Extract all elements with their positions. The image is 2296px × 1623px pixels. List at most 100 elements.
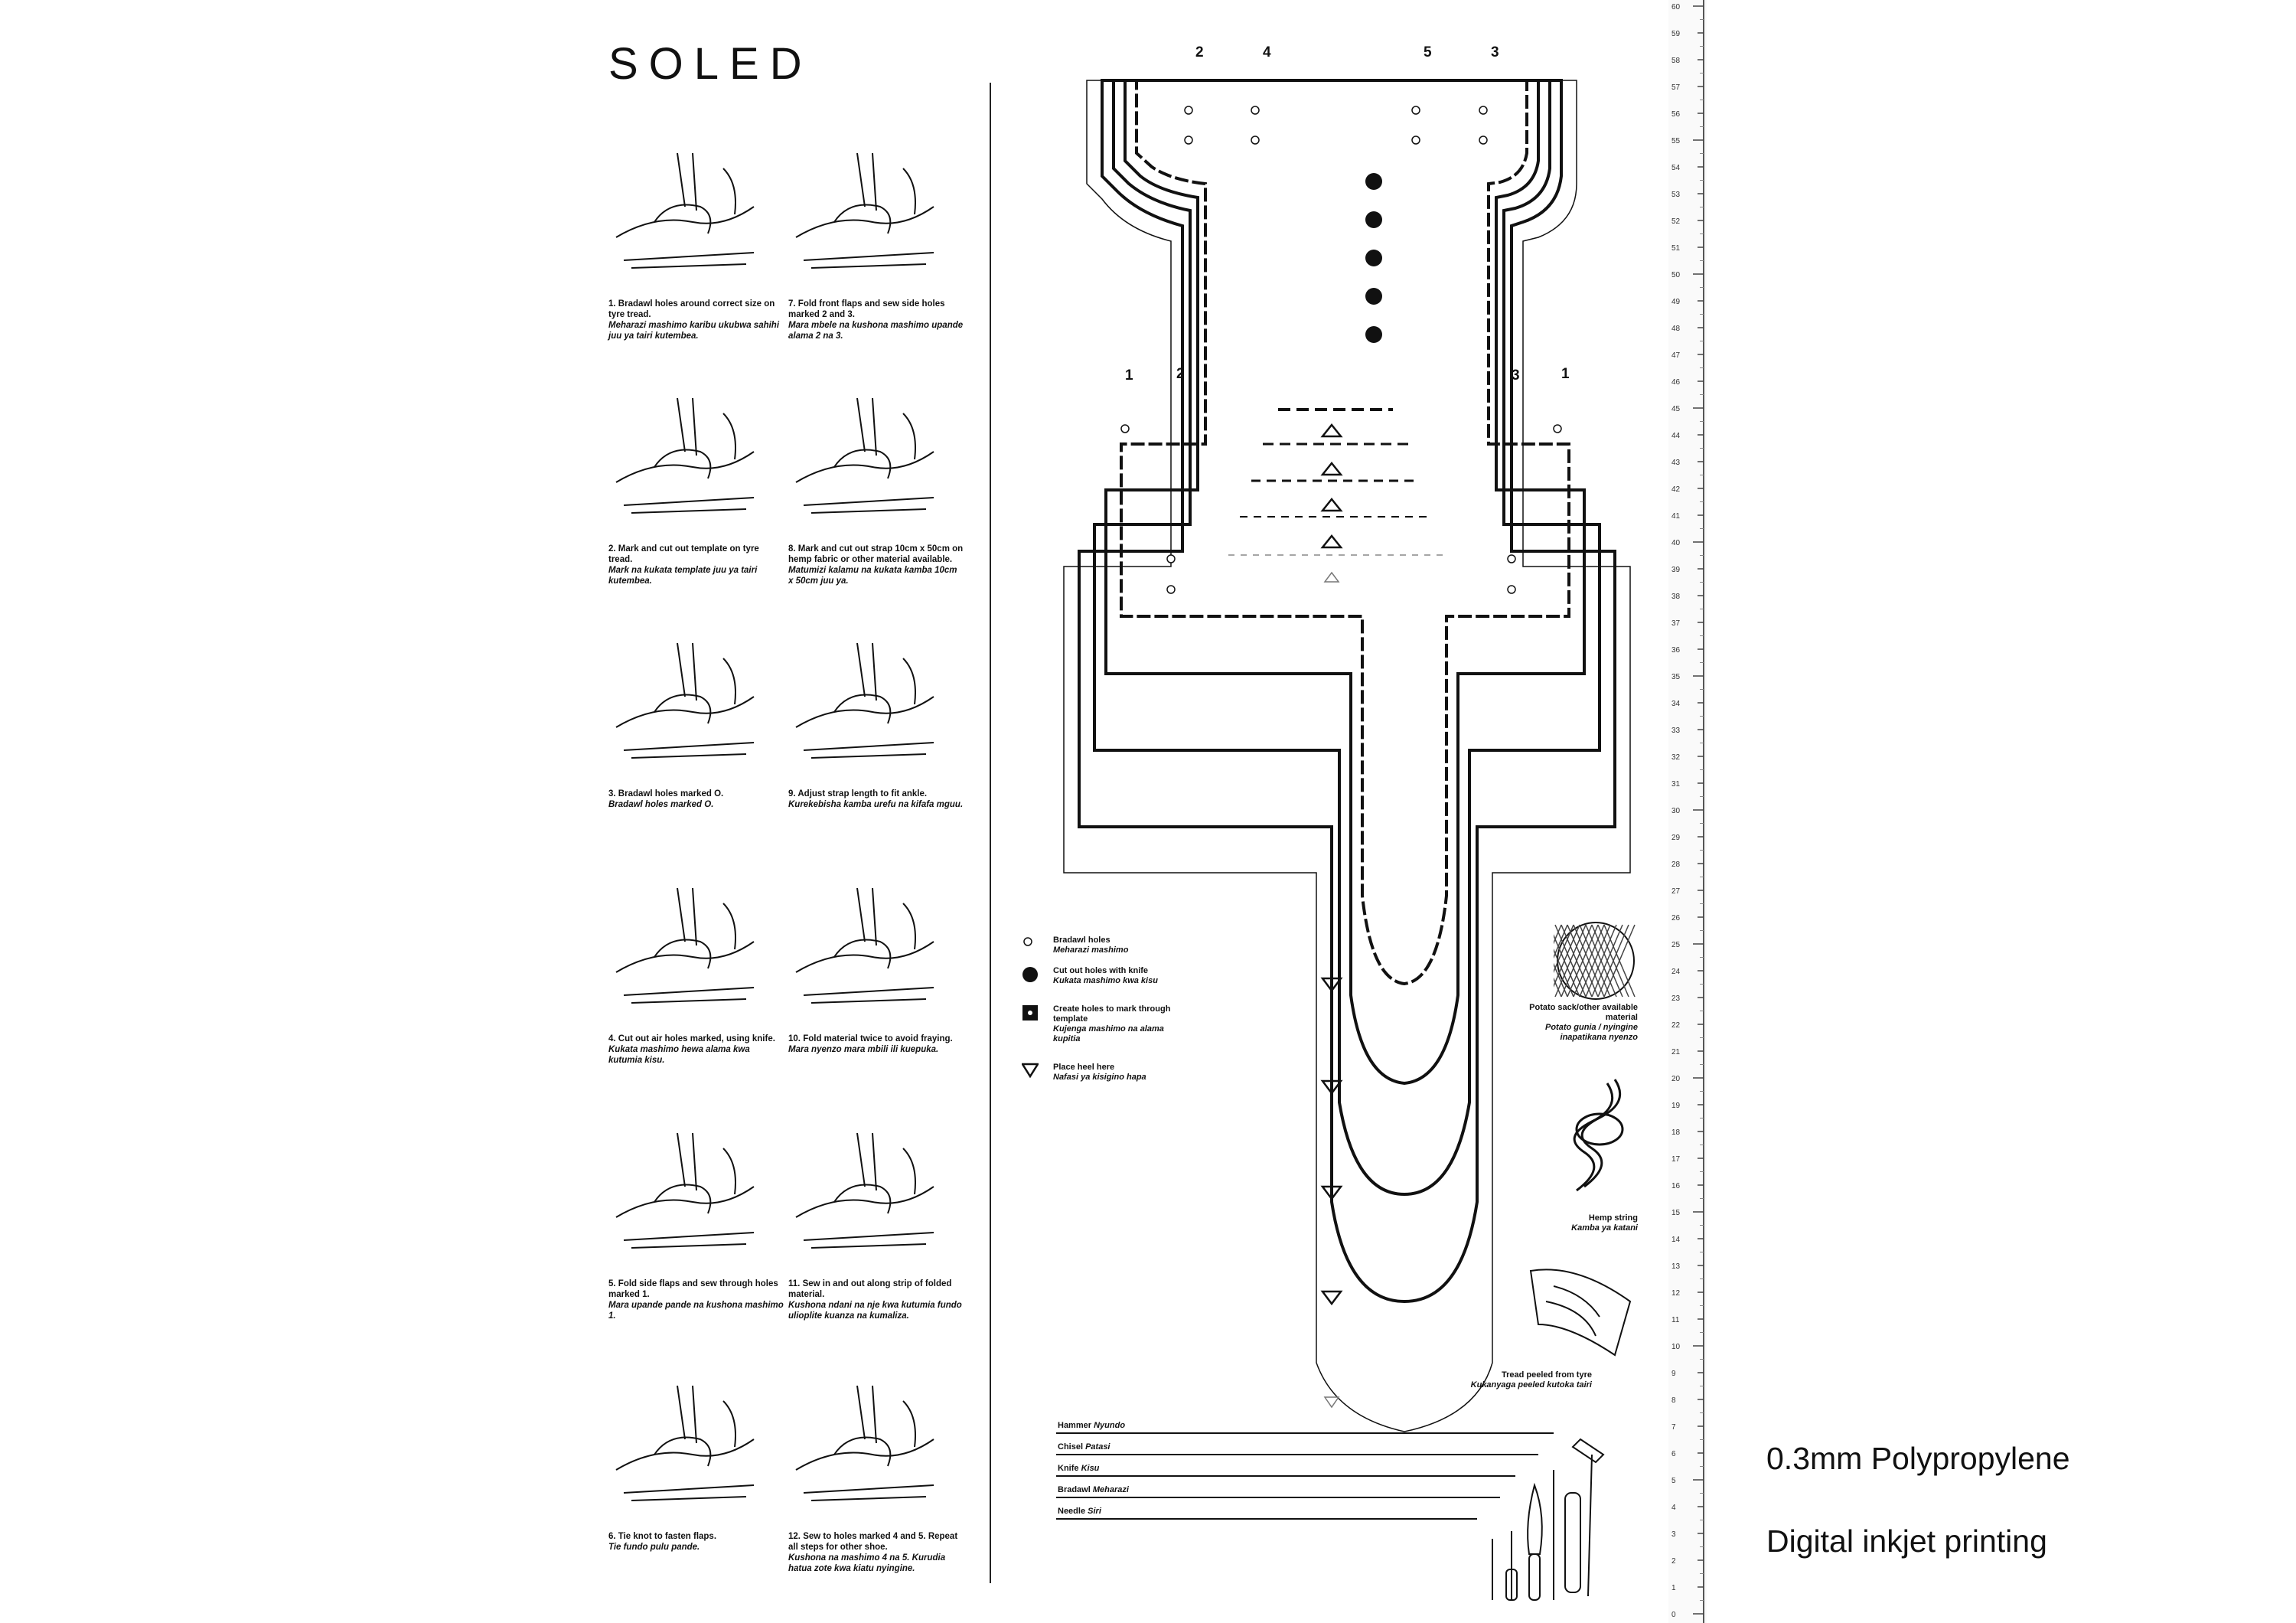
step-illustration bbox=[608, 628, 769, 773]
step-text-sw: Bradawl holes marked O. bbox=[608, 800, 714, 809]
ruler-label: 50 bbox=[1671, 271, 1681, 279]
ruler-label: 16 bbox=[1671, 1182, 1681, 1190]
template-outline-2 bbox=[1078, 79, 1616, 1304]
tool-label-en: Knife bbox=[1058, 1464, 1079, 1473]
page-title: SOLED bbox=[608, 39, 813, 89]
step-illustration bbox=[608, 383, 769, 528]
ruler-label: 21 bbox=[1671, 1048, 1681, 1056]
ruler-label: 8 bbox=[1671, 1396, 1676, 1405]
tool-label-sw: Nyundo bbox=[1094, 1421, 1126, 1430]
ruler-label: 28 bbox=[1671, 860, 1681, 869]
heel-triangle-icon bbox=[1020, 1063, 1040, 1082]
step-caption: 9. Adjust strap length to fit ankle.Kure… bbox=[788, 789, 964, 810]
ruler-label: 44 bbox=[1671, 432, 1681, 440]
ruler-label: 13 bbox=[1671, 1262, 1681, 1271]
legend-label-en: Place heel here bbox=[1053, 1063, 1115, 1072]
ruler-label: 4 bbox=[1671, 1504, 1676, 1512]
ruler-label: 3 bbox=[1671, 1530, 1676, 1539]
step-text-sw: Mark na kukata template juu ya tairi kut… bbox=[608, 566, 758, 586]
ruler-label: 39 bbox=[1671, 566, 1681, 574]
step-caption: 7. Fold front flaps and sew side holes m… bbox=[788, 299, 964, 341]
step-number: 11. bbox=[788, 1279, 801, 1288]
ruler-label: 11 bbox=[1671, 1316, 1680, 1324]
legend-label-en: Bradawl holes bbox=[1053, 936, 1110, 945]
ruler-label: 54 bbox=[1671, 164, 1681, 172]
legend-label-en: Create holes to mark through template bbox=[1053, 1004, 1171, 1024]
step-number: 1. bbox=[608, 299, 616, 309]
tool-label: Bradawl Meharazi bbox=[1058, 1485, 1129, 1494]
step-text-sw: Mara upande pande na kushona mashimo 1. bbox=[608, 1301, 784, 1321]
step-caption: 10. Fold material twice to avoid fraying… bbox=[788, 1034, 964, 1055]
step-illustration bbox=[608, 138, 769, 283]
step-text-sw: Kushona ndani na nje kwa kutumia fundo u… bbox=[788, 1301, 962, 1321]
step-text-sw: Tie fundo pulu pande. bbox=[608, 1543, 700, 1552]
tyre-tread-illustration bbox=[1523, 1256, 1638, 1363]
step-number: 5. bbox=[608, 1279, 616, 1288]
step-number: 7. bbox=[788, 299, 796, 309]
ruler-label: 6 bbox=[1671, 1450, 1676, 1458]
ruler-label: 35 bbox=[1671, 673, 1681, 681]
step-text-en: Bradawl holes marked O. bbox=[618, 789, 724, 798]
hole-mark-4: 4 bbox=[1263, 44, 1271, 60]
ruler-label: 24 bbox=[1671, 968, 1681, 976]
template-outline-outer bbox=[1063, 80, 1631, 1432]
step-illustration bbox=[788, 628, 949, 773]
material-label-en: Hemp string bbox=[1588, 1213, 1638, 1223]
step-caption: 5. Fold side flaps and sew through holes… bbox=[608, 1278, 784, 1321]
ruler-label: 33 bbox=[1671, 727, 1681, 735]
step-number: 2. bbox=[608, 544, 616, 554]
sandal-template-diagram bbox=[1056, 79, 1631, 1601]
step-text-en: Sew in and out along strip of folded mat… bbox=[788, 1279, 952, 1299]
ruler-label: 18 bbox=[1671, 1128, 1681, 1137]
legend-label-sw: Nafasi ya kisigino hapa bbox=[1053, 1073, 1146, 1082]
hole-mark-3-right: 3 bbox=[1512, 367, 1520, 384]
ruler-label: 0 bbox=[1671, 1611, 1676, 1619]
material-label-sw: Potato gunia / nyingine inapatikana nyen… bbox=[1545, 1023, 1638, 1042]
spec-material: 0.3mm Polypropylene bbox=[1766, 1441, 2070, 1476]
hole-mark-3: 3 bbox=[1491, 44, 1499, 60]
potato-sack-illustration bbox=[1530, 919, 1638, 1003]
ruler-label: 19 bbox=[1671, 1102, 1681, 1110]
cut-out-hole-icon bbox=[1022, 966, 1039, 987]
ruler-label: 56 bbox=[1671, 110, 1681, 119]
step-text-en: Bradawl holes around correct size on tyr… bbox=[608, 299, 775, 319]
tool-label: Hammer Nyundo bbox=[1058, 1421, 1125, 1430]
step-text-sw: Kukata mashimo hewa alama kwa kutumia ki… bbox=[608, 1045, 750, 1065]
ruler-label: 30 bbox=[1671, 807, 1681, 815]
step-caption: 2. Mark and cut out template on tyre tre… bbox=[608, 544, 784, 586]
ruler-label: 58 bbox=[1671, 57, 1681, 65]
material-label-sw: Kamba ya katani bbox=[1571, 1223, 1638, 1233]
ruler-label: 31 bbox=[1671, 780, 1681, 789]
step-illustration bbox=[788, 873, 949, 1018]
tool-label-en: Hammer bbox=[1058, 1421, 1092, 1430]
step-caption: 3. Bradawl holes marked O.Bradawl holes … bbox=[608, 789, 784, 810]
hemp-string-illustration bbox=[1546, 1072, 1638, 1194]
ruler-label: 12 bbox=[1671, 1289, 1681, 1298]
ruler-label: 60 bbox=[1671, 3, 1681, 11]
tool-label-sw: Patasi bbox=[1085, 1442, 1110, 1452]
ruler-label: 45 bbox=[1671, 405, 1681, 413]
hole-mark-2: 2 bbox=[1195, 44, 1204, 60]
ruler-label: 17 bbox=[1671, 1155, 1681, 1164]
step-text-sw: Meharazi mashimo karibu ukubwa sahihi ju… bbox=[608, 321, 780, 341]
ruler-label: 34 bbox=[1671, 700, 1681, 708]
ruler-label: 25 bbox=[1671, 941, 1681, 949]
ruler-label: 1 bbox=[1671, 1584, 1676, 1592]
ruler-label: 42 bbox=[1671, 485, 1681, 494]
step-caption: 12. Sew to holes marked 4 and 5. Repeat … bbox=[788, 1531, 964, 1574]
tool-label-sw: Kisu bbox=[1081, 1464, 1100, 1473]
step-illustration bbox=[788, 1118, 949, 1263]
hole-mark-1-right: 1 bbox=[1561, 366, 1570, 382]
tool-label-en: Needle bbox=[1058, 1507, 1086, 1516]
step-text-sw: Kurekebisha kamba urefu na kifafa mguu. bbox=[788, 800, 964, 809]
ruler-label: 52 bbox=[1671, 217, 1681, 226]
step-number: 10. bbox=[788, 1034, 801, 1043]
step-text-en: Sew to holes marked 4 and 5. Repeat all … bbox=[788, 1532, 958, 1552]
step-text-en: Fold front flaps and sew side holes mark… bbox=[788, 299, 945, 319]
ruler-label: 9 bbox=[1671, 1370, 1676, 1378]
ruler-label: 32 bbox=[1671, 753, 1681, 762]
